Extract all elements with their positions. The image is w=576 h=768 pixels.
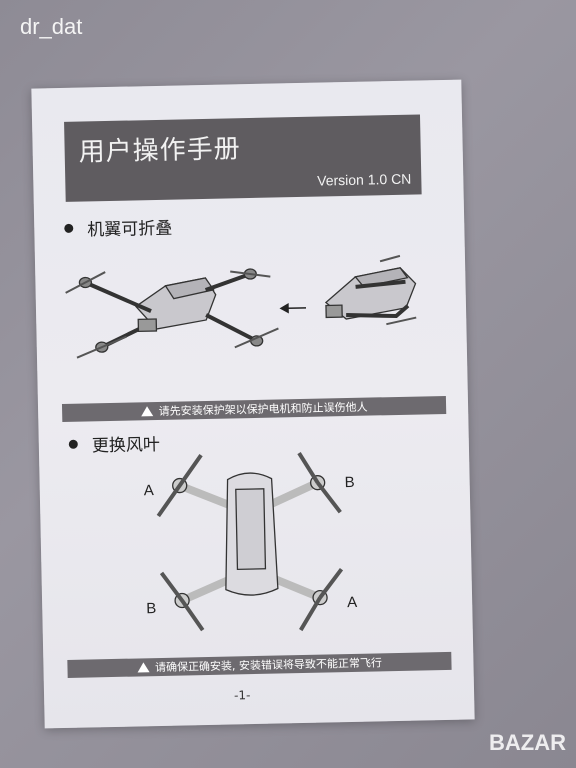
manual-version: Version 1.0 CN: [316, 170, 412, 189]
bullet-icon: [64, 223, 74, 233]
bullet-icon: [68, 439, 78, 449]
propeller-bottom-left-icon: [159, 571, 205, 632]
drone-folded-icon: [324, 254, 417, 326]
warning-icon: [140, 406, 153, 417]
drone-unfolded-icon: [65, 268, 279, 359]
warning-text-correct-install: 请确保正确安装, 安装错误将导致不能正常飞行: [154, 656, 383, 675]
section-foldable-wings-label: 机翼可折叠: [87, 218, 173, 241]
arrow-left-icon: [279, 302, 307, 314]
manual-title: 用户操作手册: [78, 134, 241, 168]
warning-banner-install-guard: 请先安装保护架以保护电机和防止误伤他人: [61, 395, 447, 422]
watermark-bottom: BAZAR: [489, 730, 566, 755]
propeller-diagram: A B B A: [144, 451, 357, 632]
manual-page: 用户操作手册 Version 1.0 CN 机翼可折叠: [31, 79, 475, 729]
warning-icon: [136, 662, 150, 673]
folding-drone-illustration: [65, 254, 417, 359]
prop-label-top-right: B: [344, 474, 354, 491]
warning-text-install-guard: 请先安装保护架以保护电机和防止误伤他人: [158, 400, 368, 418]
page-number: -1-: [233, 688, 251, 703]
propeller-bottom-right-icon: [299, 567, 344, 632]
prop-label-bottom-right: A: [347, 594, 357, 611]
propeller-top-right-icon: [297, 451, 342, 514]
section-foldable-wings: 机翼可折叠: [64, 214, 173, 241]
warning-banner-correct-install: 请确保正确安装, 安装错误将导致不能正常飞行: [67, 651, 452, 678]
propeller-top-left-icon: [156, 453, 203, 518]
prop-label-bottom-left: B: [146, 600, 156, 617]
manual-header: 用户操作手册 Version 1.0 CN: [64, 114, 422, 202]
prop-label-top-left: A: [144, 482, 154, 499]
watermark-top: dr_dat: [20, 14, 83, 39]
